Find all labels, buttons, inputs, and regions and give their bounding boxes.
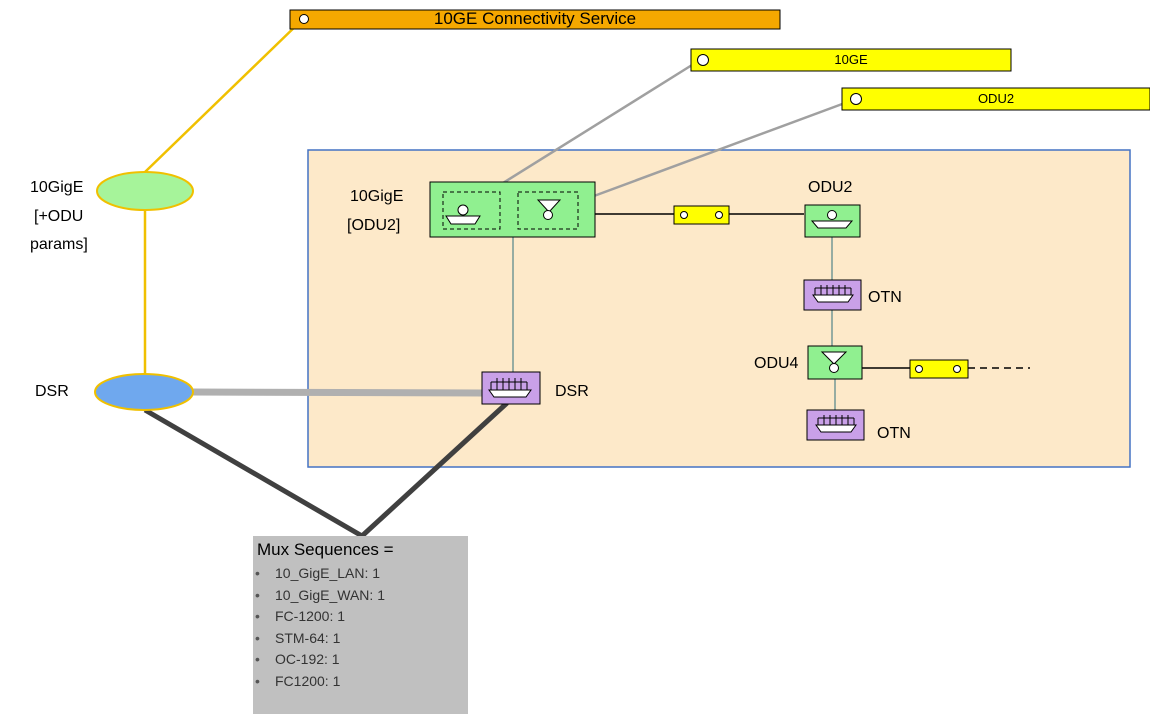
otn-top-mux-icon xyxy=(812,285,854,303)
node-odu4-label: ODU4 xyxy=(754,355,799,372)
odu2-port-dot xyxy=(827,210,837,220)
link-box-odu2 xyxy=(673,205,730,225)
dsr-node-block xyxy=(481,371,541,405)
connectivity-service-label: 10GE Connectivity Service xyxy=(433,9,637,28)
link-box-odu4-port-b xyxy=(953,365,961,373)
node-odu2-label: ODU2 xyxy=(808,179,853,196)
tengige-client-port-icon xyxy=(536,199,562,213)
link-box-odu4-port-a xyxy=(915,365,923,373)
odu4-port-dot xyxy=(829,363,839,373)
dsr-layer-ellipse xyxy=(94,373,194,411)
dsr-node-to-mux-line xyxy=(360,401,509,538)
node-dsr-label: DSR xyxy=(555,383,589,400)
tengige-sub-right xyxy=(517,191,579,230)
link-box-odu2-port-a xyxy=(680,211,688,219)
dsr-layer-label: DSR xyxy=(35,383,69,400)
tenge-bar xyxy=(690,48,1012,72)
service-to-tengige-line xyxy=(144,18,304,173)
dsr-mux-icon xyxy=(488,378,532,398)
link-box-odu2-port-b xyxy=(715,211,723,219)
otn-bottom-mux-icon xyxy=(815,415,857,433)
tengige-client-port-dot xyxy=(543,210,553,220)
tenge-bar-label: 10GE xyxy=(834,52,868,67)
list-item: STM-64: 1 xyxy=(253,628,385,650)
tengige-layer-label-2: [+ODU xyxy=(34,208,84,225)
node-tengige-label-2: [ODU2] xyxy=(347,217,401,234)
odu2-port-icon xyxy=(810,220,854,229)
mux-sequences-box: Mux Sequences = 10_GigE_LAN: 1 10_GigE_W… xyxy=(253,536,468,714)
tengige-layer-ellipse xyxy=(96,171,194,211)
link-box-odu4 xyxy=(909,359,969,379)
odu2-bar-line xyxy=(547,98,854,215)
odu2-bar-label: ODU2 xyxy=(977,91,1015,106)
mux-sequences-title: Mux Sequences = xyxy=(257,540,394,559)
dsr-cross-layer-line xyxy=(189,388,483,397)
tengige-server-port-icon xyxy=(445,215,481,225)
tengige-layer-label-1: 10GigE xyxy=(30,179,84,196)
tengige-server-port-dot xyxy=(457,204,469,216)
odu2-bar xyxy=(841,87,1150,111)
tengige-block xyxy=(429,181,596,238)
node-otn-top-label: OTN xyxy=(868,289,902,306)
odu4-port-icon xyxy=(820,351,848,365)
list-item: FC1200: 1 xyxy=(253,671,385,693)
node-otn-bottom-label: OTN xyxy=(877,425,911,442)
list-item: 10_GigE_WAN: 1 xyxy=(253,585,385,607)
tengige-layer-label-3: params] xyxy=(30,236,88,253)
dsr-layer-to-mux-line xyxy=(143,407,364,539)
node-tengige-label-1: 10GigE xyxy=(350,188,404,205)
list-item: OC-192: 1 xyxy=(253,649,385,671)
odu2-bar-port xyxy=(850,93,862,105)
tenge-bar-port xyxy=(697,54,709,66)
list-item: FC-1200: 1 xyxy=(253,606,385,628)
list-item: 10_GigE_LAN: 1 xyxy=(253,563,385,585)
tengige-sub-left xyxy=(442,191,501,230)
connectivity-service-port xyxy=(299,14,309,24)
mux-sequences-list: 10_GigE_LAN: 1 10_GigE_WAN: 1 FC-1200: 1… xyxy=(253,563,385,693)
connectivity-service-bar xyxy=(289,9,781,30)
